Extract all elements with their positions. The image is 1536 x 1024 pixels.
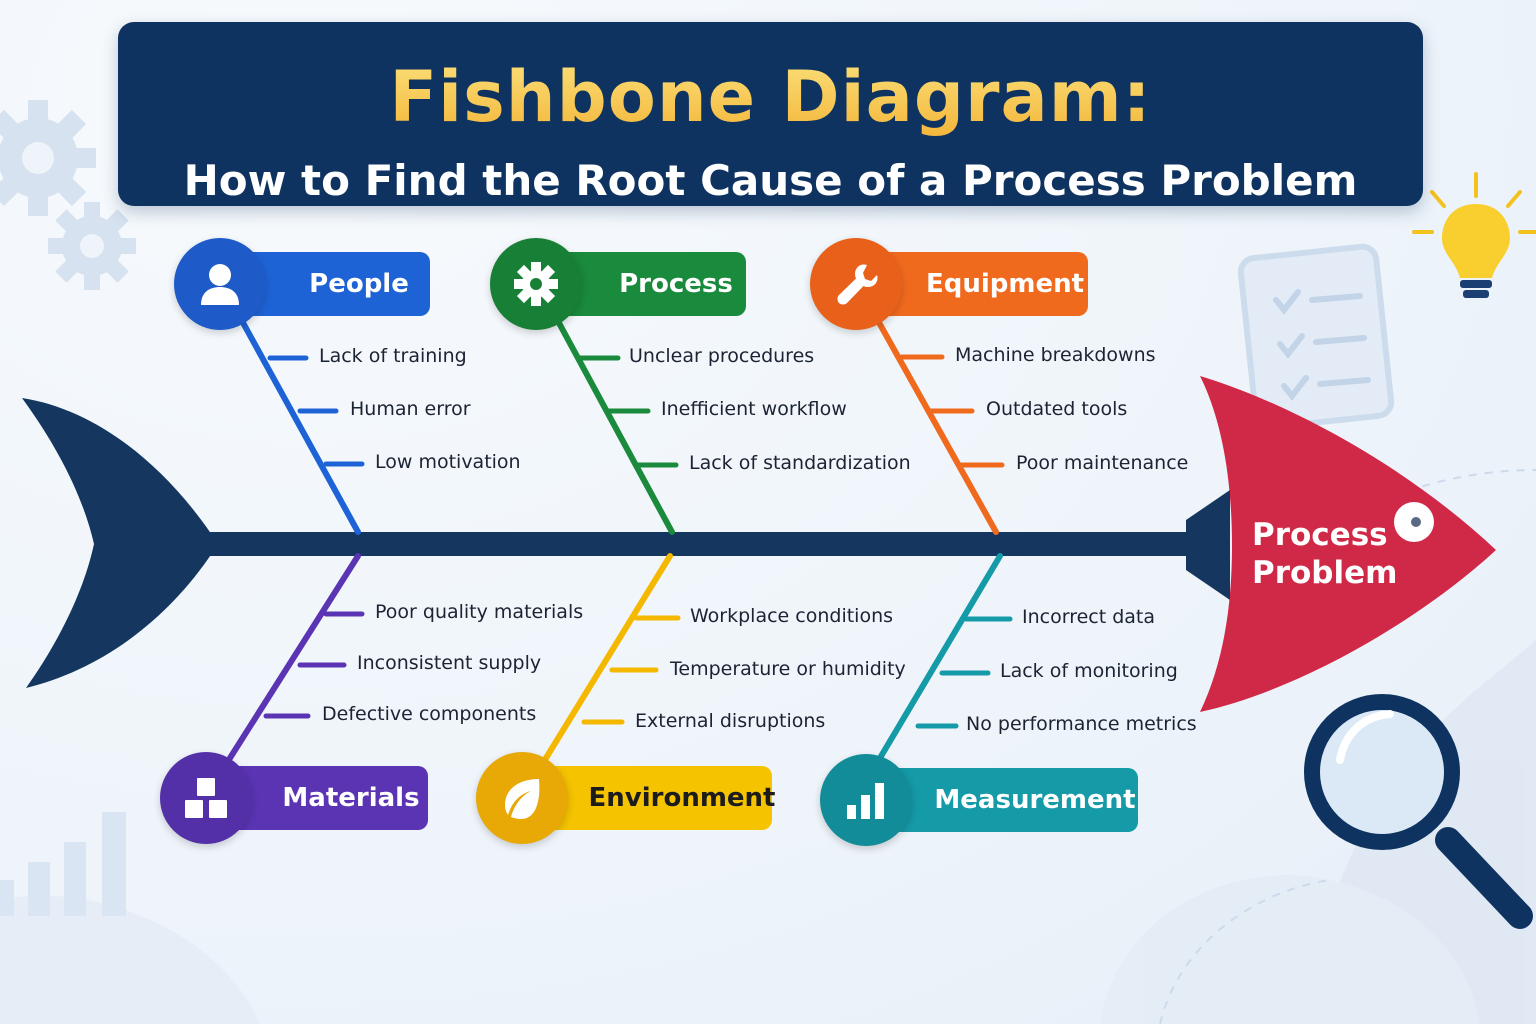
bone-materials bbox=[227, 553, 361, 761]
magnifier-icon bbox=[1304, 694, 1533, 929]
cause-measurement-3: No performance metrics bbox=[966, 713, 1197, 735]
lightbulb-icon bbox=[1412, 172, 1536, 298]
cause-materials-1: Poor quality materials bbox=[375, 601, 584, 623]
cause-environment-2: Temperature or humidity bbox=[670, 658, 906, 680]
category-people-label: People bbox=[309, 269, 409, 299]
cause-people-2: Human error bbox=[350, 398, 471, 420]
cause-people-3: Low motivation bbox=[375, 451, 521, 473]
category-equipment-label: Equipment bbox=[925, 269, 1085, 299]
gear-icon bbox=[490, 238, 582, 330]
cause-process-1: Unclear procedures bbox=[629, 345, 815, 367]
category-environment: Environment bbox=[532, 766, 776, 830]
leaf-icon bbox=[476, 752, 568, 844]
problem-label: Process Problem bbox=[1252, 516, 1422, 592]
cause-process-3: Lack of standardization bbox=[689, 452, 911, 474]
bone-equipment bbox=[869, 307, 999, 535]
header-banner: Fishbone Diagram: How to Find the Root C… bbox=[118, 22, 1423, 206]
bone-measurement bbox=[877, 553, 1003, 761]
category-process-label: Process bbox=[619, 269, 733, 299]
wrench-icon bbox=[810, 238, 902, 330]
cause-environment-1: Workplace conditions bbox=[690, 605, 894, 627]
cause-people-1: Lack of training bbox=[319, 345, 467, 367]
checklist-icon bbox=[1237, 243, 1395, 431]
fish-head bbox=[1200, 376, 1496, 712]
problem-label-line2: Problem bbox=[1252, 555, 1398, 591]
cause-materials-2: Inconsistent supply bbox=[357, 652, 542, 674]
fish-tail bbox=[22, 398, 218, 688]
bar-chart-icon bbox=[0, 812, 126, 916]
cause-measurement-2: Lack of monitoring bbox=[1000, 660, 1178, 682]
person-icon bbox=[174, 238, 266, 330]
page-title: Fishbone Diagram: bbox=[118, 56, 1423, 138]
cause-environment-3: External disruptions bbox=[635, 710, 826, 732]
category-materials-label: Materials bbox=[282, 783, 420, 813]
fish-neck bbox=[1186, 490, 1230, 600]
bones-layer bbox=[227, 307, 1013, 761]
bar-chart-icon bbox=[820, 754, 912, 846]
fish-spine bbox=[210, 532, 1210, 556]
cause-equipment-2: Outdated tools bbox=[986, 398, 1128, 420]
cause-measurement-1: Incorrect data bbox=[1022, 606, 1156, 628]
bone-people bbox=[233, 307, 361, 535]
category-environment-label: Environment bbox=[588, 783, 776, 813]
boxes-icon bbox=[160, 752, 252, 844]
page-subtitle: How to Find the Root Cause of a Process … bbox=[183, 156, 1358, 205]
gear-icon bbox=[0, 100, 136, 290]
category-equipment: Equipment bbox=[862, 252, 1088, 316]
problem-label-line1: Process bbox=[1252, 517, 1388, 553]
category-measurement-label: Measurement bbox=[934, 785, 1136, 815]
category-measurement: Measurement bbox=[872, 768, 1138, 832]
cause-materials-3: Defective components bbox=[322, 703, 537, 725]
bone-process bbox=[549, 307, 675, 535]
bone-environment bbox=[543, 553, 673, 761]
fish-pupil bbox=[1411, 517, 1421, 527]
cause-equipment-3: Poor maintenance bbox=[1016, 452, 1189, 474]
cause-equipment-1: Machine breakdowns bbox=[955, 344, 1156, 366]
cause-process-2: Inefficient workflow bbox=[661, 398, 847, 420]
